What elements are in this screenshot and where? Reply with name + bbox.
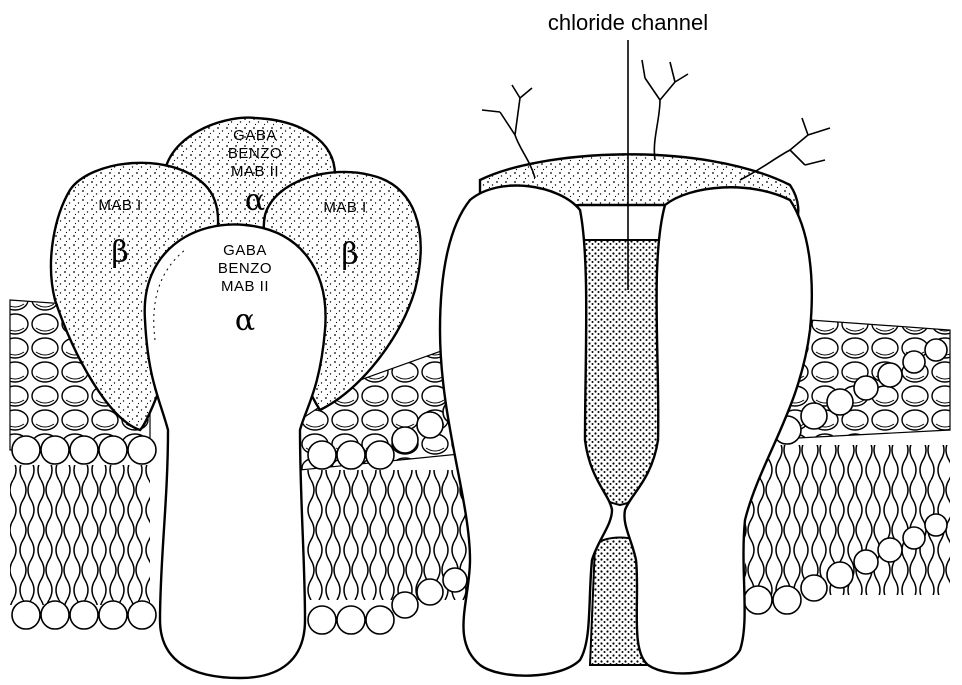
- alpha-back-label-2: BENZO: [228, 145, 282, 162]
- alpha-back-greek: α: [245, 183, 265, 218]
- beta-left-greek: β: [111, 235, 128, 270]
- beta-right-label: MAB I: [323, 199, 366, 216]
- left-membrane-lower-heads: [12, 601, 156, 629]
- alpha-back-label-1: GABA: [233, 127, 277, 144]
- alpha-front-label-3: MAB II: [221, 278, 269, 295]
- alpha-front-label-2: BENZO: [218, 260, 272, 277]
- receptor-left-wall: [440, 186, 612, 676]
- alpha-back-label-3: MAB II: [231, 163, 279, 180]
- chloride-channel-label: chloride channel: [548, 10, 708, 35]
- left-membrane-upper-heads: [12, 436, 156, 464]
- beta-right-greek: β: [341, 237, 358, 272]
- alpha-front-greek: α: [235, 303, 255, 338]
- alpha-front-label-1: GABA: [223, 242, 267, 259]
- glycan-middle: [642, 60, 688, 160]
- beta-left-label: MAB I: [98, 197, 141, 214]
- left-membrane-tails: [10, 465, 150, 605]
